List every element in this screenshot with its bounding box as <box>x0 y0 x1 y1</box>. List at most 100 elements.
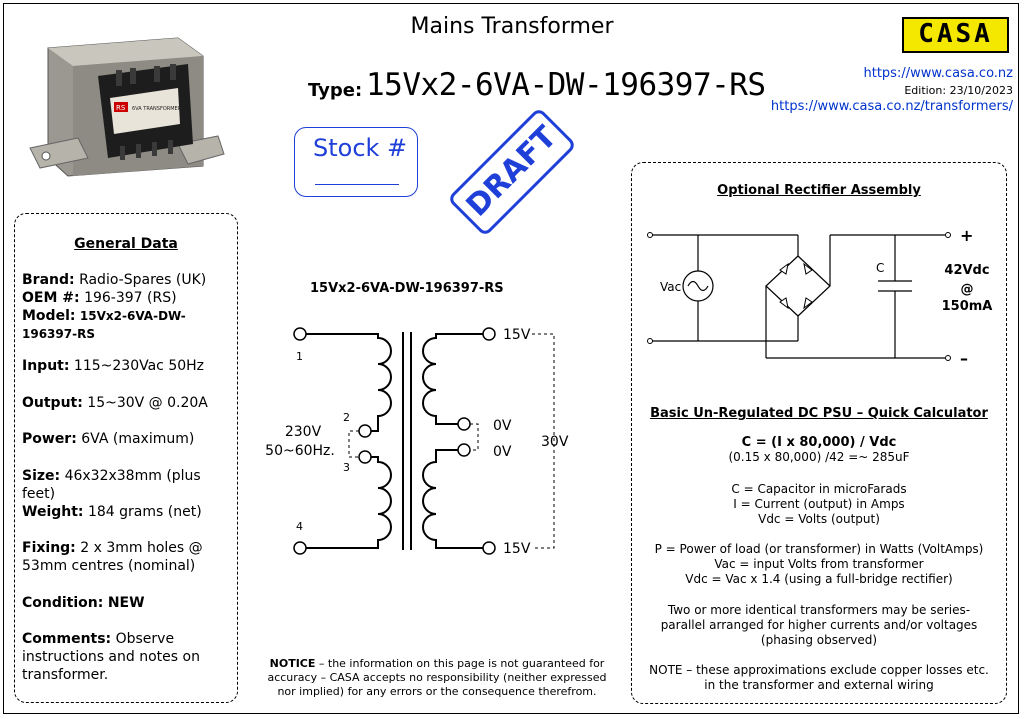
page-frame <box>3 3 1019 714</box>
calculator-heading: Basic Un-Regulated DC PSU – Quick Calcul… <box>650 406 988 421</box>
sec-bottom-terminal <box>482 541 496 555</box>
pin-4-terminal <box>293 541 307 555</box>
schematic-title: 15Vx2-6VA-DW-196397-RS <box>310 281 504 296</box>
pin-3-terminal <box>358 450 372 464</box>
sec-top-terminal <box>482 327 496 341</box>
sec-0v-b-label: 0V <box>493 444 512 460</box>
primary-frequency-label: 50~60Hz. <box>265 443 335 459</box>
rectifier-circuit: Vac C + – 42Vdc @ 150mA <box>647 226 993 368</box>
comments-row: Comments: Observe instructions and notes… <box>22 630 236 684</box>
size-label: Size: <box>22 468 61 484</box>
definition-vdc: Vdc = Volts (output) <box>758 512 880 526</box>
bridge-rectifier <box>765 255 831 317</box>
output-current-label: 150mA <box>942 299 993 314</box>
input-value: 115~230Vac 50Hz <box>73 358 205 374</box>
notice-line-3: nor implied) for any errors or the conse… <box>277 685 597 698</box>
primary-upper-winding <box>306 333 392 432</box>
notice-line-2: accuracy – CASA accepts no responsibilit… <box>267 671 607 684</box>
vac-label: Vac <box>660 280 681 294</box>
losses-note: NOTE – these approximations exclude copp… <box>631 663 1007 693</box>
definition-i: I = Current (output) in Amps <box>733 497 905 511</box>
transformer-schematic: 1 2 3 4 230V 50~60Hz. 15V 0V 0V 15V 30V <box>265 327 569 557</box>
secondary-upper-winding <box>422 333 483 425</box>
calculator-formula-block: C = (I x 80,000) / Vdc (0.15 x 80,000) /… <box>631 435 1007 465</box>
condition-label: Condition: <box>22 595 104 611</box>
comments-value-3: transformer. <box>22 667 109 683</box>
output-voltage-label: 42Vdc <box>944 263 989 278</box>
brand-label: Brand: <box>22 272 75 288</box>
output-value: 15~30V @ 0.20A <box>87 395 208 411</box>
pin-1-terminal <box>293 327 307 341</box>
weight-value: 184 grams (net) <box>87 504 202 520</box>
calculator-formula: C = (I x 80,000) / Vdc <box>741 435 897 450</box>
primary-lower-winding <box>306 456 392 549</box>
calculator-power-notes: P = Power of load (or transformer) in Wa… <box>631 542 1007 587</box>
primary-voltage-label: 230V <box>285 424 322 440</box>
comments-label: Comments: <box>22 631 112 647</box>
pin-3-label: 3 <box>343 461 350 474</box>
capacitor-label: C <box>876 261 884 275</box>
pin-4-label: 4 <box>296 520 303 533</box>
model-value-1: 15Vx2-6VA-DW- <box>79 309 186 323</box>
stock-line <box>315 184 399 185</box>
plus-label: + <box>960 226 973 245</box>
model-label: Model: <box>22 308 76 324</box>
general-data-panel <box>14 213 238 703</box>
sec-0v-b-terminal <box>457 443 471 457</box>
stock-box: Stock # <box>294 127 418 197</box>
casa-logo: CASA <box>902 17 1009 53</box>
sec-30v-bracket <box>532 333 555 549</box>
power-note-1: P = Power of load (or transformer) in Wa… <box>654 542 984 556</box>
edition-date: Edition: 23/10/2023 <box>904 84 1013 97</box>
type-value: 15Vx2-6VA-DW-196397-RS <box>366 67 766 103</box>
oem-label: OEM #: <box>22 290 80 306</box>
sec-bottom-voltage-label: 15V <box>503 541 531 557</box>
sec-top-voltage-label: 15V <box>503 327 531 343</box>
condition-row: Condition: NEW <box>22 594 236 612</box>
rectifier-heading: Optional Rectifier Assembly <box>717 183 921 198</box>
secondary-lower-winding <box>422 449 483 549</box>
power-note-2: Vac = input Volts from transformer <box>714 557 924 571</box>
input-row: Input: 115~230Vac 50Hz <box>22 357 236 375</box>
primary-link-dashed <box>348 430 359 458</box>
rectifier-panel <box>631 162 1007 704</box>
series-note-1: Two or more identical transformers may b… <box>667 603 971 617</box>
comments-value-2: instructions and notes on <box>22 649 200 665</box>
calculator-example: (0.15 x 80,000) /42 =~ 285uF <box>728 450 910 464</box>
sec-0v-a-terminal <box>457 417 471 431</box>
output-at-label: @ <box>961 282 974 297</box>
model-value-2: 196397-RS <box>22 327 95 341</box>
comments-value-1: Observe <box>115 631 175 647</box>
stock-label: Stock # <box>313 134 408 162</box>
fixing-row: Fixing: 2 x 3mm holes @ 53mm centres (no… <box>22 539 236 575</box>
type-label: Type: <box>308 80 363 101</box>
oem-value: 196-397 (RS) <box>84 290 177 306</box>
series-note-2: parallel arranged for higher currents an… <box>660 618 978 632</box>
calculator-definitions: C = Capacitor in microFarads I = Current… <box>631 482 1007 527</box>
website-link[interactable]: https://www.casa.co.nz <box>863 66 1014 81</box>
notice-line-1: – the information on this page is not gu… <box>315 657 605 670</box>
series-parallel-note: Two or more identical transformers may b… <box>631 603 1007 648</box>
size-row: Size: 46x32x38mm (plus feet) Weight: 184… <box>22 467 236 521</box>
secondary-link-dashed <box>470 423 479 451</box>
photo-label-text: 6VA TRANSFORMER <box>132 106 182 112</box>
pin-2-label: 2 <box>343 411 350 424</box>
losses-note-1: NOTE – these approximations exclude copp… <box>649 663 989 677</box>
power-value: 6VA (maximum) <box>81 431 195 447</box>
page-title: Mains Transformer <box>410 14 614 39</box>
sec-0v-a-label: 0V <box>493 418 512 434</box>
pin-1-label: 1 <box>296 350 303 363</box>
series-note-3: (phasing observed) <box>760 633 878 647</box>
photo-rs-logo: RS <box>116 104 126 112</box>
fixing-label: Fixing: <box>22 540 76 556</box>
weight-label: Weight: <box>22 504 84 520</box>
transformers-link[interactable]: https://www.casa.co.nz/transformers/ <box>770 99 1013 114</box>
input-label: Input: <box>22 358 70 374</box>
brand-row: Brand: Radio-Spares (UK) OEM #: 196-397 … <box>22 271 236 343</box>
fixing-value-1: 2 x 3mm holes @ <box>80 540 203 556</box>
fixing-value-2: 53mm centres (nominal) <box>22 558 196 574</box>
brand-value: Radio-Spares (UK) <box>79 272 207 288</box>
output-label: Output: <box>22 395 83 411</box>
vac-source-symbol <box>682 270 714 302</box>
general-data-heading: General Data <box>74 236 178 252</box>
